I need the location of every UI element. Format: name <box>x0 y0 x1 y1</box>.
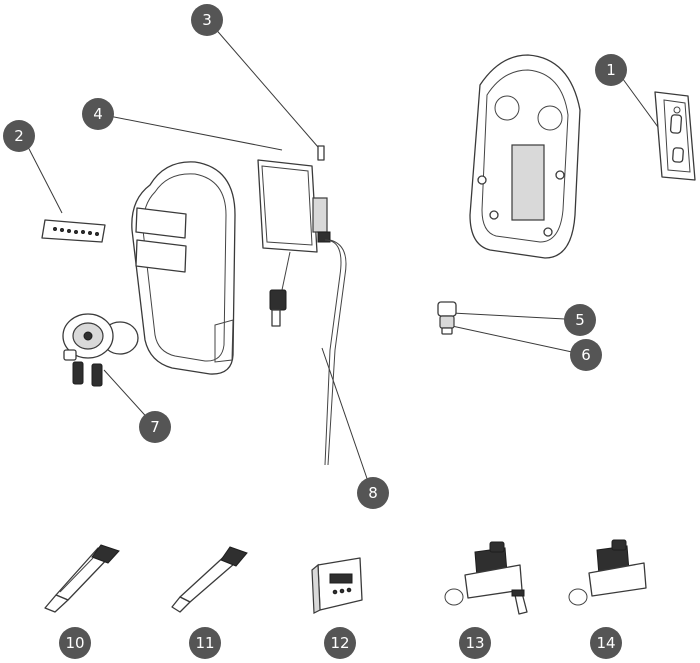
callout-badge-4: 4 <box>82 98 114 130</box>
part-11-redox-probe <box>171 546 248 613</box>
callout-badge-13: 13 <box>459 627 491 659</box>
callout-label-8: 8 <box>368 484 378 502</box>
callout-label-6: 6 <box>581 346 591 364</box>
callout-label-13: 13 <box>465 634 484 652</box>
part-2-keypad-overlay <box>41 219 106 243</box>
leader-3 <box>212 25 319 148</box>
part-13-probe-holder-with-sensor <box>444 541 528 615</box>
part-5-6-cable-gland <box>437 301 457 335</box>
callout-label-7: 7 <box>150 418 160 436</box>
callout-label-3: 3 <box>202 11 212 29</box>
callout-label-5: 5 <box>575 311 585 329</box>
leader-7 <box>103 369 153 424</box>
part-12-din-controller <box>311 557 363 614</box>
leader-8 <box>321 347 373 494</box>
callout-badge-1: 1 <box>595 54 627 86</box>
part-7-pump-head <box>62 313 139 387</box>
part-3-connector-pin <box>317 145 325 161</box>
callout-badge-14: 14 <box>590 627 622 659</box>
rear-housing <box>469 54 581 259</box>
part-8-cable <box>324 239 347 466</box>
front-housing <box>131 161 236 375</box>
callout-badge-8: 8 <box>357 477 389 509</box>
callout-badge-5: 5 <box>564 304 596 336</box>
leader-lines <box>25 25 667 494</box>
part-10-ph-probe <box>44 544 120 613</box>
callout-label-1: 1 <box>606 61 616 79</box>
leader-6 <box>451 325 573 353</box>
callout-label-12: 12 <box>330 634 349 652</box>
callout-badges: 1 2 3 4 5 6 7 8 <box>3 4 627 659</box>
callout-badge-11: 11 <box>189 627 221 659</box>
part-14-probe-holder <box>568 539 647 606</box>
part-1-wall-bracket <box>654 91 696 181</box>
callout-label-11: 11 <box>195 634 214 652</box>
leader-4 <box>103 114 283 151</box>
part-4-circuit-board <box>257 159 331 327</box>
callout-label-4: 4 <box>93 105 103 123</box>
callout-badge-3: 3 <box>191 4 223 36</box>
leader-5 <box>451 312 566 320</box>
callout-badge-12: 12 <box>324 627 356 659</box>
callout-badge-7: 7 <box>139 411 171 443</box>
callout-badge-2: 2 <box>3 120 35 152</box>
callout-badge-10: 10 <box>59 627 91 659</box>
callout-badge-6: 6 <box>570 339 602 371</box>
callout-label-10: 10 <box>65 634 84 652</box>
callout-label-2: 2 <box>14 127 24 145</box>
leader-2 <box>25 142 63 214</box>
callout-label-14: 14 <box>596 634 615 652</box>
